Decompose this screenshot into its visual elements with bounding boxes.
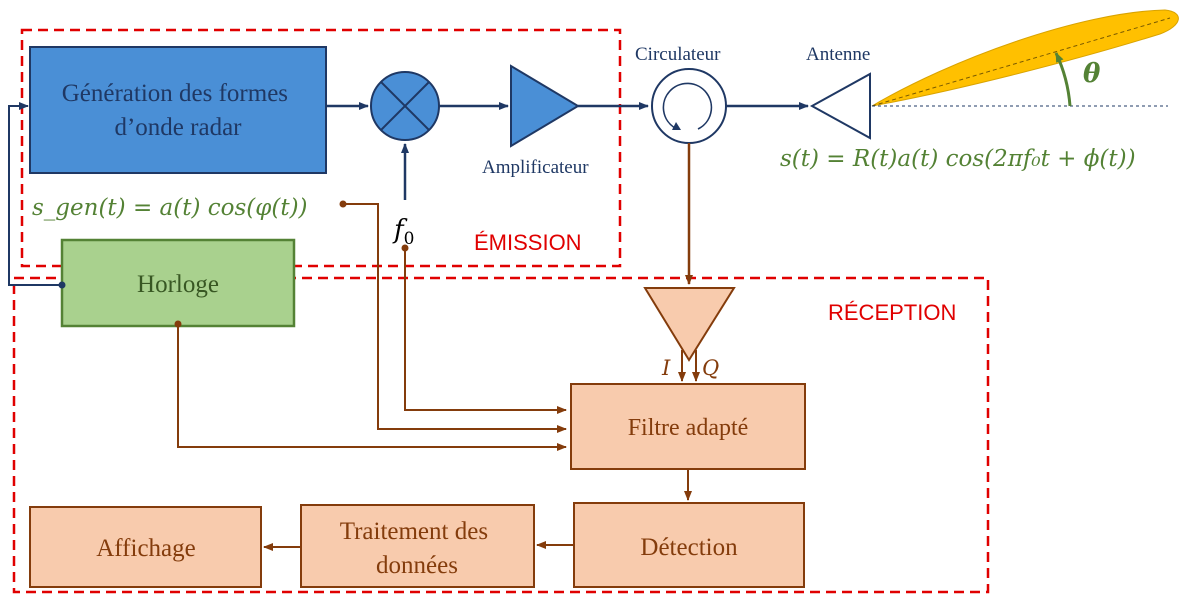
generated-signal-equation: s_gen(t) = a(t) cos(φ(t)) [32, 195, 308, 221]
sgen-dot [339, 200, 347, 208]
clock-output-dot [58, 281, 66, 289]
display-label: Affichage [96, 535, 196, 562]
transmitted-signal-equation: s(t) = R(t)a(t) cos(2πf₀t + ϕ(t)) [780, 146, 1136, 172]
amplifier [510, 64, 580, 148]
q-label: Q [702, 356, 719, 380]
antenna-label: Antenne [806, 44, 870, 65]
wire-f0-filter [404, 248, 567, 414]
beam-axis [871, 17, 1171, 107]
generation-label-line1: Génération des formes [62, 80, 288, 107]
processing-block [300, 504, 535, 588]
circulator-arrowhead [672, 122, 681, 130]
processing-label: Traitement des données [340, 518, 495, 579]
amplifier-label: Amplificateur [482, 157, 589, 178]
reception-region [12, 276, 990, 594]
receiver-amplifier [643, 287, 736, 362]
detection-label: Détection [640, 534, 738, 561]
wire-sgen-filter [343, 203, 567, 433]
detection-block [573, 502, 805, 588]
antenna [809, 72, 871, 140]
generation-label-line2: d’onde radar [114, 114, 242, 141]
generation-label: Génération des formes d’onde radar [62, 80, 295, 141]
processing-label-line2: données [376, 552, 458, 579]
reception-label: RÉCEPTION [828, 300, 956, 325]
clock-ref-dot [174, 320, 182, 328]
clock-label: Horloge [137, 271, 219, 298]
theta-arc [1054, 52, 1072, 107]
circulator-arc [662, 82, 713, 130]
mixer-cross-b [380, 81, 430, 131]
f0-dot [401, 244, 409, 252]
antenna-beam [871, 9, 1179, 107]
circulator-label: Circulateur [635, 44, 721, 65]
i-label: I [661, 356, 671, 380]
generation-block [29, 46, 327, 174]
display-block [29, 506, 262, 588]
theta-label: θ [1083, 59, 1101, 89]
emission-label: ÉMISSION [474, 230, 582, 255]
processing-label-line1: Traitement des [340, 518, 488, 545]
f0-label: f0 [392, 215, 414, 249]
matched-filter-label: Filtre adapté [628, 415, 749, 441]
clock-block [60, 238, 296, 328]
wire-clock-generation [8, 102, 62, 286]
wire-clock-filter [177, 324, 567, 451]
